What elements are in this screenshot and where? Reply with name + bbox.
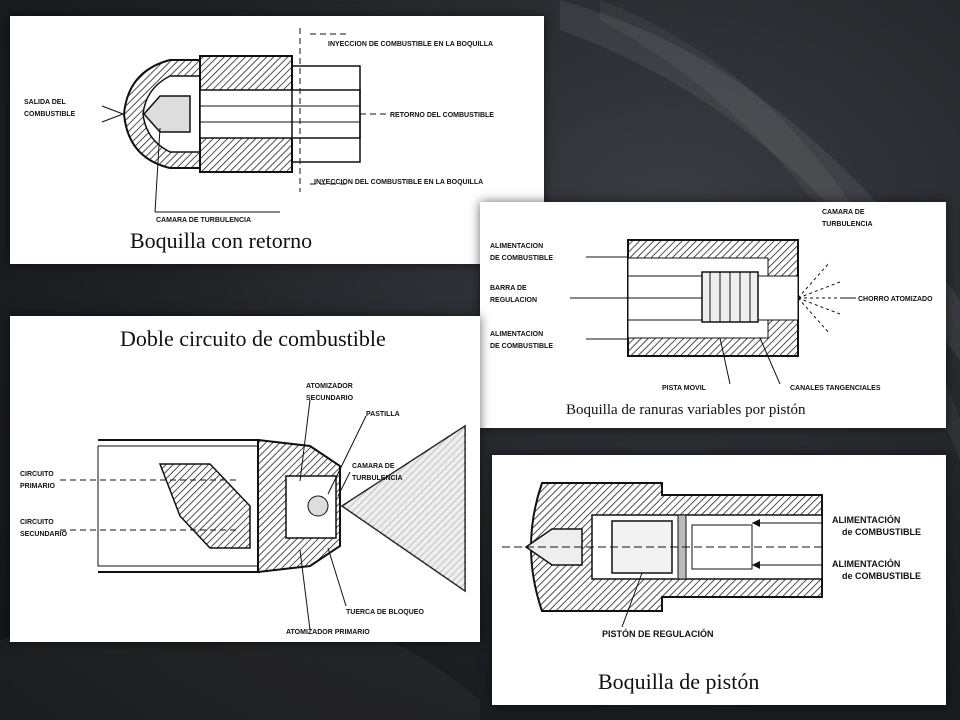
caption-boquilla-ranuras: Boquilla de ranuras variables por pistón (566, 402, 806, 418)
label-alim-bottom-1: ALIMENTACIÓN (832, 558, 900, 569)
panel-boquilla-ranuras: ALIMENTACION DE COMBUSTIBLE BARRA DE REG… (480, 202, 946, 428)
label-alim-top-2: DE COMBUSTIBLE (490, 255, 553, 262)
diagram-boquilla-ranuras: ALIMENTACION DE COMBUSTIBLE BARRA DE REG… (490, 209, 933, 392)
label-alim-top-2: de COMBUSTIBLE (842, 527, 921, 537)
label-atom-sec-2: SECUNDARIO (306, 395, 354, 402)
diagram-doble-circuito: ATOMIZADOR SECUNDARIO PASTILLA CIRCUITO … (20, 383, 466, 636)
label-pastilla: PASTILLA (366, 411, 400, 418)
panel-boquilla-con-retorno: SALIDA DEL COMBUSTIBLE INYECCION DE COMB… (10, 16, 544, 264)
label-camara-1: CAMARA DE (352, 463, 395, 470)
caption-boquilla-piston: Boquilla de pistón (598, 669, 760, 694)
label-camara: CAMARA DE TURBULENCIA (156, 217, 251, 224)
label-salida-1: SALIDA DEL (24, 99, 66, 106)
label-camara-1: CAMARA DE (822, 209, 865, 216)
label-camara-2: TURBULENCIA (352, 475, 403, 482)
label-barra-1: BARRA DE (490, 285, 527, 292)
label-camara-2: TURBULENCIA (822, 221, 873, 228)
label-secundario-2: SECUNDARIO (20, 531, 68, 538)
label-retorno: RETORNO DEL COMBUSTIBLE (390, 112, 494, 119)
caption-doble-circuito: Doble circuito de combustible (120, 326, 386, 351)
diagram-boquilla-con-retorno: SALIDA DEL COMBUSTIBLE INYECCION DE COMB… (24, 28, 494, 224)
label-salida-2: COMBUSTIBLE (24, 111, 76, 118)
label-alim-bottom-2: DE COMBUSTIBLE (490, 343, 553, 350)
label-chorro: CHORRO ATOMIZADO (858, 296, 933, 303)
label-pista: PISTA MOVIL (662, 385, 707, 392)
panel-doble-circuito: Doble circuito de combustible ATOMIZADOR… (10, 316, 480, 642)
label-alim-top-1: ALIMENTACIÓN (832, 514, 900, 525)
panel-boquilla-piston: ALIMENTACIÓN de COMBUSTIBLE ALIMENTACIÓN… (492, 455, 946, 705)
label-tuerca: TUERCA DE BLOQUEO (346, 609, 424, 616)
label-barra-2: REGULACION (490, 297, 537, 304)
label-alim-bottom-2: de COMBUSTIBLE (842, 571, 921, 581)
caption-boquilla-con-retorno: Boquilla con retorno (130, 228, 313, 253)
label-inyeccion-bottom: INYECCION DEL COMBUSTIBLE EN LA BOQUILLA (314, 179, 483, 186)
label-alim-bottom-1: ALIMENTACION (490, 331, 543, 338)
label-inyeccion-top: INYECCION DE COMBUSTIBLE EN LA BOQUILLA (328, 41, 493, 48)
label-secundario-1: CIRCUITO (20, 519, 54, 526)
diagram-boquilla-piston: ALIMENTACIÓN de COMBUSTIBLE ALIMENTACIÓN… (502, 482, 921, 639)
label-atom-sec-1: ATOMIZADOR (306, 383, 353, 390)
label-atom-pri: ATOMIZADOR PRIMARIO (286, 629, 370, 636)
label-primario-1: CIRCUITO (20, 471, 54, 478)
label-alim-top-1: ALIMENTACION (490, 243, 543, 250)
label-primario-2: PRIMARIO (20, 483, 56, 490)
label-piston: PISTÓN DE REGULACIÓN (602, 628, 714, 639)
label-canales: CANALES TANGENCIALES (790, 385, 881, 392)
